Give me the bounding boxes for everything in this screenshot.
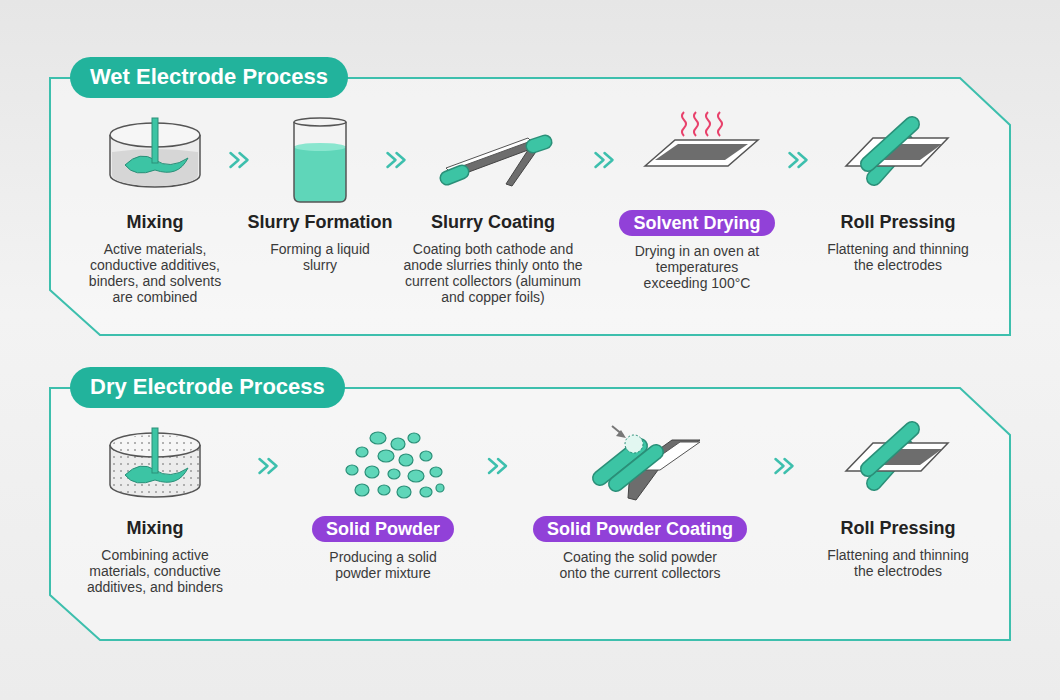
chevron-stroke [240, 153, 248, 167]
process-step: Slurry FormationForming a liquid slurry [245, 110, 395, 273]
step-description: Coating both cathode and anode slurries … [398, 241, 588, 305]
chevron-stroke [596, 153, 604, 167]
drying-oven-icon [645, 112, 758, 166]
process-step: MixingActive materials, conductive addit… [78, 110, 232, 305]
chevron-stroke [388, 153, 396, 167]
powder-coating-icon [600, 426, 700, 500]
slurry-cup-icon [294, 118, 346, 202]
powder-icon [346, 432, 444, 498]
step-description: Drying in an oven at temperatures exceed… [635, 243, 760, 291]
step-description: Coating the solid powder onto the curren… [550, 549, 730, 581]
step-title: Slurry Formation [247, 210, 392, 234]
chevron-stroke [776, 459, 784, 473]
process-step: Solid Powder CoatingCoating the solid po… [531, 416, 749, 581]
process-panel: Wet Electrode ProcessMixingActive materi… [50, 78, 1010, 335]
step-title: Slurry Coating [431, 210, 555, 234]
dry-mixer-icon [110, 428, 200, 497]
step-description: Producing a solid powder mixture [308, 549, 458, 581]
flow-chevron [489, 459, 506, 473]
step-description: Active materials, conductive additives, … [80, 241, 230, 305]
step-title-pill: Solid Powder Coating [533, 516, 747, 542]
flow-chevron [790, 153, 807, 167]
chevron-stroke [260, 459, 268, 473]
chevron-stroke [790, 153, 798, 167]
step-title: Roll Pressing [840, 210, 955, 234]
step-description: Combining active materials, conductive a… [80, 547, 230, 595]
step-description: Forming a liquid slurry [260, 241, 380, 273]
step-title-pill: Solvent Drying [619, 210, 774, 236]
flow-chevron [596, 153, 613, 167]
section-heading: Dry Electrode Process [90, 374, 325, 399]
chevron-stroke [397, 153, 405, 167]
roll-press-icon [846, 429, 948, 483]
process-step: MixingCombining active materials, conduc… [78, 416, 232, 595]
panel-outline [50, 388, 1010, 640]
step-title: Mixing [127, 516, 184, 540]
coating-rollers-icon [446, 138, 545, 186]
step-description: Flattening and thinning the electrodes [823, 547, 973, 579]
section-heading-pill: Wet Electrode Process [70, 57, 348, 98]
chevron-stroke [489, 459, 497, 473]
process-step: Roll PressingFlattening and thinning the… [818, 110, 978, 273]
section-heading: Wet Electrode Process [90, 64, 328, 89]
panel-border [50, 78, 1010, 335]
step-description: Flattening and thinning the electrodes [823, 241, 973, 273]
process-step: Roll PressingFlattening and thinning the… [818, 416, 978, 579]
flow-chevron [776, 459, 793, 473]
chevron-stroke [498, 459, 506, 473]
roll-press-icon [846, 124, 948, 178]
section-heading-pill: Dry Electrode Process [70, 367, 345, 408]
step-title: Mixing [127, 210, 184, 234]
chevron-stroke [605, 153, 613, 167]
flow-chevron [260, 459, 277, 473]
step-title: Roll Pressing [840, 516, 955, 540]
process-step: Solvent DryingDrying in an oven at tempe… [617, 110, 777, 291]
process-step: Solid PowderProducing a solid powder mix… [303, 416, 463, 581]
flow-chevron [231, 153, 248, 167]
step-title-pill: Solid Powder [312, 516, 454, 542]
chevron-stroke [799, 153, 807, 167]
flow-chevron [388, 153, 405, 167]
chevron-stroke [269, 459, 277, 473]
panel-border [50, 388, 1010, 640]
chevron-stroke [231, 153, 239, 167]
chevron-stroke [785, 459, 793, 473]
process-step: Slurry CoatingCoating both cathode and a… [396, 110, 590, 305]
mixer-icon [110, 118, 200, 187]
process-panel: Dry Electrode ProcessMixingCombining act… [50, 388, 1010, 640]
